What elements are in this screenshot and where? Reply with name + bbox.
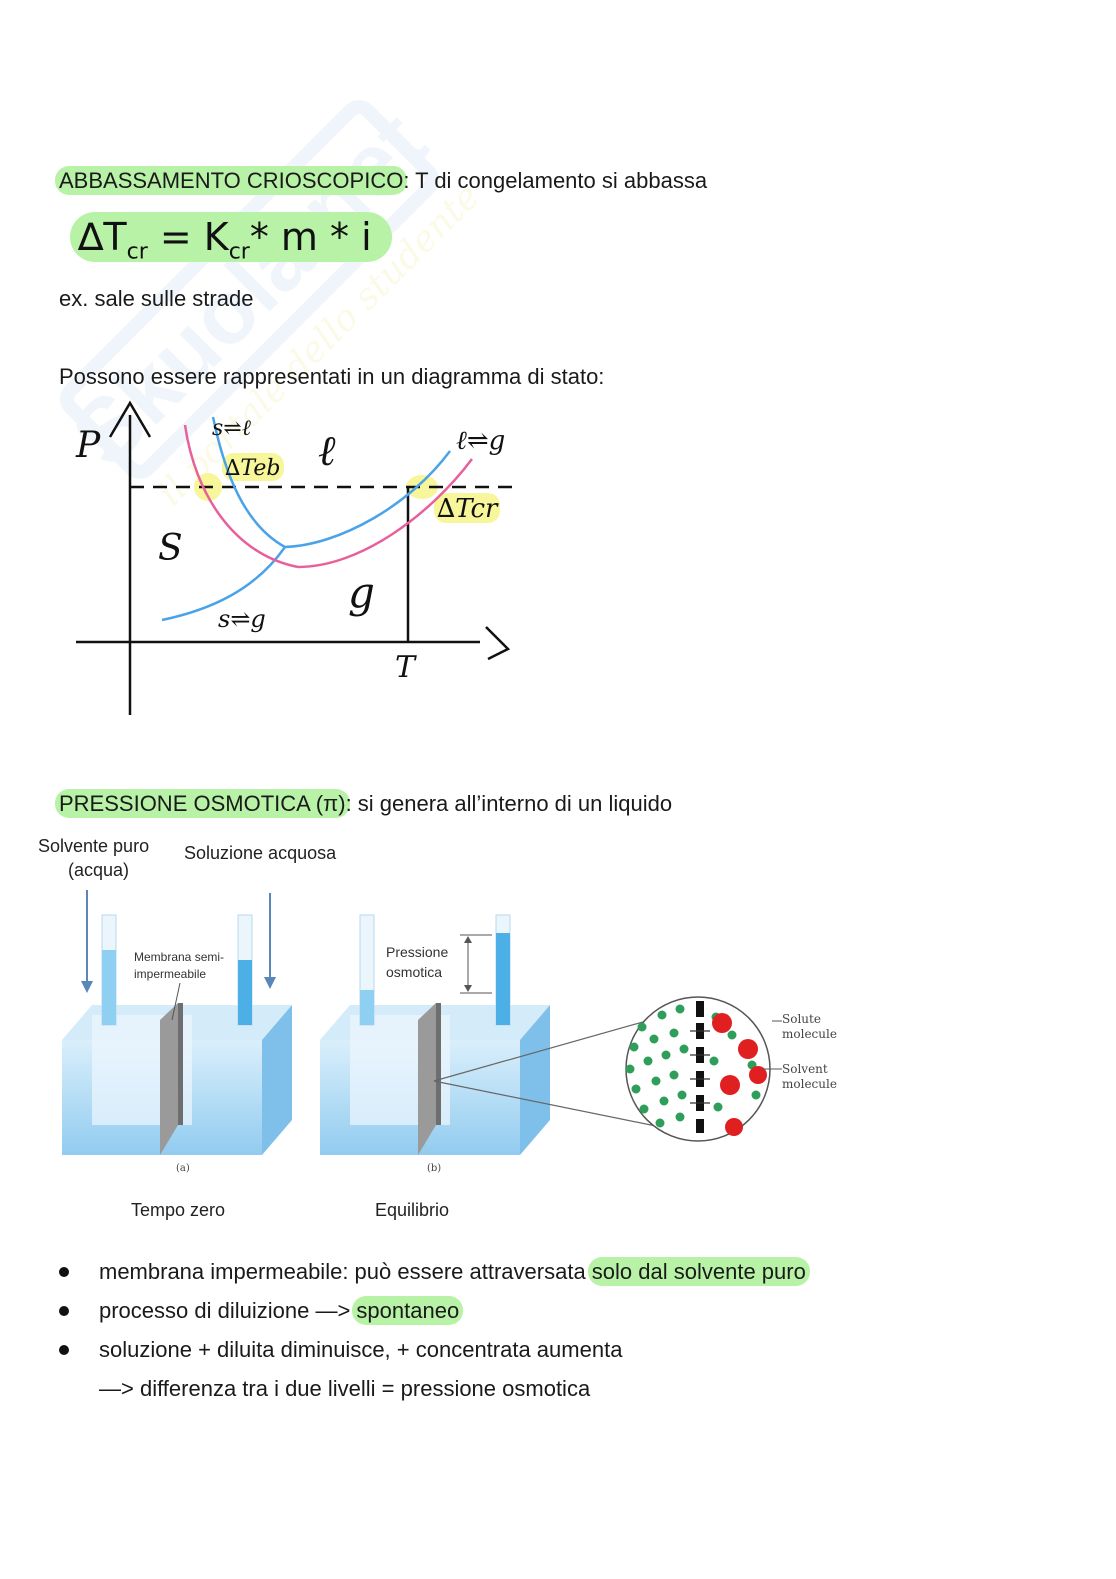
curve-pure-solid-liquid	[211, 416, 286, 549]
bullet-dot	[59, 1267, 69, 1277]
label-temperature: T	[395, 650, 417, 685]
label-solvent-line2: molecule	[782, 1077, 837, 1091]
label-liquid: ℓ	[318, 426, 336, 475]
highlight-dtcr-label	[434, 493, 500, 523]
curve-solution-liquid-gas	[297, 458, 473, 569]
formula-equals: = K	[147, 215, 229, 259]
bullet-text: membrana impermeabile: può essere attrav…	[99, 1259, 592, 1284]
bullet-item: processo di diluizione —> spontaneo	[59, 1291, 806, 1330]
membrane-b	[418, 1003, 436, 1155]
label-solute-line2: molecule	[782, 1027, 837, 1041]
section1-heading-line: ABBASSAMENTO CRIOSCOPICO: T di congelame…	[55, 166, 708, 196]
label-solid: S	[158, 528, 183, 569]
section1-heading-rest: : T di congelamento si abbassa	[403, 168, 708, 193]
formula-delta: ∆T	[78, 215, 127, 259]
label-solid-gas: s⇌g	[218, 605, 266, 633]
cryoscopic-formula: ∆Tcr = Kcr* m * i	[70, 212, 392, 265]
bullet-continuation: —> differenza tra i due livelli = pressi…	[99, 1376, 591, 1401]
label-pressure: P	[75, 425, 101, 466]
highlight-dteb-label	[222, 453, 284, 481]
phase-diagram: P T S ℓ g s⇌ℓ ℓ⇌g s⇌g ∆Teb ∆Tcr	[75, 400, 512, 715]
membrane-a	[160, 1003, 178, 1155]
label-delta-tcr: ∆Tcr	[437, 494, 499, 524]
curve-solution-solid-liquid	[183, 424, 299, 569]
diagram-intro: Possono essere rappresentati in un diagr…	[59, 364, 605, 389]
label-solute-line1: Solute	[782, 1012, 821, 1026]
molecular-zoom	[625, 996, 782, 1142]
label-pure-solvent-line2: (acqua)	[68, 860, 130, 880]
label-membrane-line2: impermeabile	[134, 967, 206, 981]
y-axis-arrow	[108, 400, 152, 438]
container-time-zero	[62, 914, 292, 1155]
bullet-highlight: solo dal solvente puro	[587, 1257, 810, 1286]
section2-heading-rest: : si genera all’interno di un liquido	[345, 791, 673, 816]
section2-heading: PRESSIONE OSMOTICA (π)	[55, 789, 350, 818]
arrow-pure-solvent-head	[81, 981, 93, 993]
example-text: ex. sale sulle strade	[59, 286, 254, 311]
section2-heading-line: PRESSIONE OSMOTICA (π): si genera all’in…	[55, 789, 673, 819]
label-aqueous-solution: Soluzione acquosa	[184, 843, 337, 863]
label-pressure-line1: Pressione	[386, 944, 448, 960]
bullet-list: membrana impermeabile: può essere attrav…	[59, 1252, 810, 1408]
curve-pure-liquid-gas	[284, 450, 452, 549]
container-equilibrium	[320, 914, 550, 1155]
osmosis-figure: Membrana semi- impermeabile (a) Pression…	[62, 890, 837, 1174]
label-delta-teb: ∆Teb	[225, 456, 280, 481]
bullet-highlight: spontaneo	[352, 1296, 464, 1325]
x-axis-arrow	[485, 626, 511, 661]
label-solid-liquid: s⇌ℓ	[212, 416, 252, 441]
formula-sub-right: cr	[228, 239, 250, 265]
section1-heading: ABBASSAMENTO CRIOSCOPICO	[55, 166, 408, 195]
bullet-item: soluzione + diluita diminuisce, + concen…	[59, 1330, 806, 1369]
label-membrane-line1: Membrana semi-	[134, 950, 224, 964]
arrow-solution-head	[264, 977, 276, 989]
formula-sub-left: cr	[126, 239, 148, 265]
caption-time-zero: Tempo zero	[131, 1200, 226, 1220]
label-solvent-line1: Solvent	[782, 1062, 828, 1076]
label-pure-solvent-line1: Solvente puro	[38, 836, 150, 856]
bullet-dot	[59, 1345, 69, 1355]
bullet-text: soluzione + diluita diminuisce, + concen…	[99, 1337, 623, 1362]
caption-equilibrium: Equilibrio	[375, 1200, 450, 1220]
formula-rest: * m * i	[249, 215, 372, 259]
label-liquid-gas: ℓ⇌g	[456, 426, 505, 456]
membrane-pointer	[171, 982, 181, 1021]
label-gas: g	[348, 568, 375, 617]
bullet-dot	[59, 1306, 69, 1316]
bullet-item: membrana impermeabile: può essere attrav…	[59, 1252, 810, 1291]
label-panel-a: (a)	[176, 1163, 190, 1174]
highlight-dtcr-point	[406, 475, 438, 499]
label-panel-b: (b)	[427, 1163, 441, 1174]
label-pressure-line2: osmotica	[386, 964, 442, 980]
bullet-text: processo di diluizione —>	[99, 1298, 357, 1323]
